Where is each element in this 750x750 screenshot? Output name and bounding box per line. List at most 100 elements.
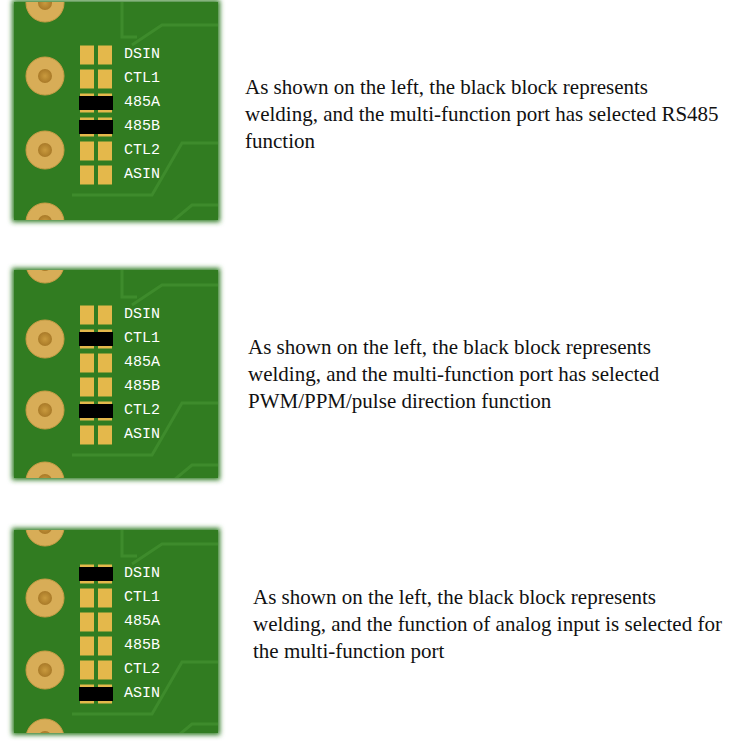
- pad-ring: [26, 530, 64, 546]
- through-hole-pad: [26, 203, 64, 220]
- pin-name: 485A: [124, 94, 160, 112]
- pad-ring: [26, 719, 64, 733]
- pcb-board: [12, 0, 220, 222]
- pcb-board: [14, 2, 218, 220]
- pad-ring: [26, 391, 64, 429]
- jumper-pad: [98, 142, 112, 161]
- pad-hole: [38, 530, 52, 534]
- pad-ring: [26, 57, 64, 95]
- jumper-pad: [98, 613, 112, 632]
- solder-jumper: [79, 402, 113, 421]
- pcb-panel: [12, 245, 220, 500]
- pad-hole: [38, 663, 52, 677]
- pcb-board: [12, 268, 220, 480]
- pcb-trace: [122, 270, 137, 297]
- pin-name: CTL1: [124, 589, 160, 607]
- jumper-pad: [98, 354, 112, 373]
- jumper-pad: [80, 306, 94, 325]
- through-hole-pad: [26, 651, 64, 689]
- pcb-panel: [12, 508, 220, 750]
- pcb-trace: [122, 530, 137, 556]
- pin-name: 485A: [124, 354, 160, 372]
- through-hole-pad: [26, 320, 64, 358]
- pin-name: CTL2: [124, 142, 160, 160]
- through-hole-pad: [26, 270, 64, 283]
- jumper-pad: [98, 378, 112, 397]
- through-hole-pad: [26, 530, 64, 546]
- solder-jumper: [79, 685, 113, 704]
- solder-jumper: [80, 166, 112, 185]
- pcb-trace: [162, 465, 218, 478]
- pcb-trace: [162, 205, 218, 220]
- solder-bridge: [79, 332, 113, 346]
- pcb-board: [14, 270, 218, 478]
- solder-jumper: [79, 330, 113, 349]
- pin-name: 485B: [124, 118, 160, 136]
- pad-hole: [38, 270, 52, 271]
- through-hole-pad: [26, 57, 64, 95]
- solder-jumper: [80, 306, 112, 325]
- pad-ring: [26, 131, 64, 169]
- jumper-pad: [80, 46, 94, 65]
- pad-ring: [26, 320, 64, 358]
- jumper-pad: [80, 589, 94, 608]
- pad-hole: [38, 69, 52, 83]
- pin-name: 485B: [124, 378, 160, 396]
- pad-ring: [26, 203, 64, 220]
- pin-name: ASIN: [124, 685, 160, 703]
- through-hole-pad: [26, 2, 64, 22]
- solder-jumper: [80, 378, 112, 397]
- pcb-trace: [132, 25, 218, 45]
- jumper-pad: [98, 661, 112, 680]
- jumper-pad: [98, 46, 112, 65]
- pad-ring: [26, 2, 64, 22]
- solder-jumper: [79, 118, 113, 137]
- solder-jumper: [79, 94, 113, 113]
- solder-jumper: [80, 142, 112, 161]
- pad-hole: [38, 332, 52, 346]
- solder-jumper: [79, 565, 113, 584]
- jumper-pad: [80, 378, 94, 397]
- solder-jumper: [80, 46, 112, 65]
- solder-jumper: [80, 426, 112, 445]
- pin-name: DSIN: [124, 565, 160, 583]
- jumper-pad: [80, 166, 94, 185]
- solder-jumper: [80, 661, 112, 680]
- solder-jumper: [80, 613, 112, 632]
- pin-name: ASIN: [124, 166, 160, 184]
- jumper-pad: [80, 637, 94, 656]
- solder-bridge: [79, 120, 113, 134]
- solder-bridge: [79, 567, 113, 581]
- solder-bridge: [79, 404, 113, 418]
- pin-name: DSIN: [124, 46, 160, 64]
- jumper-pad: [98, 637, 112, 656]
- jumper-pad: [80, 70, 94, 89]
- pad-hole: [38, 731, 52, 733]
- pin-name: ASIN: [124, 426, 160, 444]
- pin-name: DSIN: [124, 306, 160, 324]
- pad-ring: [26, 462, 64, 478]
- pad-hole: [38, 591, 52, 605]
- pcb-trace: [122, 2, 137, 37]
- pin-name: CTL2: [124, 402, 160, 420]
- pad-hole: [38, 215, 52, 220]
- jumper-pad: [98, 166, 112, 185]
- pad-hole: [38, 403, 52, 417]
- through-hole-pad: [26, 462, 64, 478]
- pin-name: CTL1: [124, 70, 160, 88]
- jumper-pad: [80, 142, 94, 161]
- solder-jumper: [80, 70, 112, 89]
- solder-jumper: [80, 637, 112, 656]
- jumper-pad: [98, 306, 112, 325]
- pad-ring: [26, 270, 64, 283]
- pcb-trace: [132, 544, 218, 564]
- pcb-board: [12, 528, 220, 735]
- pin-name: CTL2: [124, 661, 160, 679]
- solder-jumper: [80, 354, 112, 373]
- pin-name: CTL1: [124, 330, 160, 348]
- pad-hole: [38, 474, 52, 478]
- pcb-trace: [72, 403, 218, 455]
- pad-ring: [26, 579, 64, 617]
- description-note: As shown on the left, the black block re…: [245, 74, 725, 155]
- pcb-board: [14, 530, 218, 733]
